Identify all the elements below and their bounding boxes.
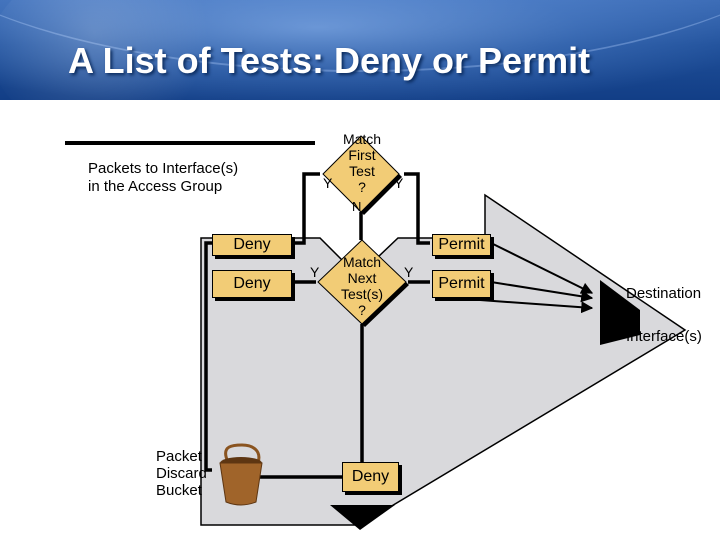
no-label: N (352, 199, 362, 214)
slide-title: A List of Tests: Deny or Permit (68, 40, 591, 81)
deny-box-mid: Deny (212, 270, 292, 298)
deny-box-top: Deny (212, 234, 292, 256)
packets-label-line1: Packets to Interface(s) (88, 160, 239, 177)
permit-box-mid: Permit (432, 270, 491, 298)
yes-label-right-1: Y (394, 175, 404, 191)
bucket-label: Packet Discard Bucket (156, 448, 207, 499)
yes-label-left-2: Y (310, 264, 320, 280)
arrow-destination-3 (479, 299, 594, 314)
bucket-icon (219, 443, 263, 506)
arrow-permit-to-destination-1 (490, 242, 594, 294)
interfaces-label: Interface(s) (626, 328, 702, 345)
decision1-text: Match First Test ? (342, 131, 382, 195)
connector-deny-to-bucket (204, 241, 212, 472)
arrow-permit-to-destination-2 (490, 281, 594, 303)
connector-y-left-1 (292, 172, 320, 245)
yes-label-left-1: Y (323, 175, 333, 191)
decision-diamond-next (317, 239, 409, 327)
yes-label-right-2: Y (404, 264, 414, 280)
slab-edge (600, 280, 640, 345)
destination-label: Destination (626, 285, 702, 302)
packets-label-line2: in the Access Group (88, 178, 223, 195)
connector-y-right-1 (404, 172, 430, 245)
deny-box-bottom: Deny (342, 462, 399, 492)
title-banner (0, 0, 720, 100)
decision2-text: Match Next Test(s) ? (341, 254, 383, 318)
slab-bottom (330, 505, 395, 530)
permit-box-top: Permit (432, 234, 491, 256)
